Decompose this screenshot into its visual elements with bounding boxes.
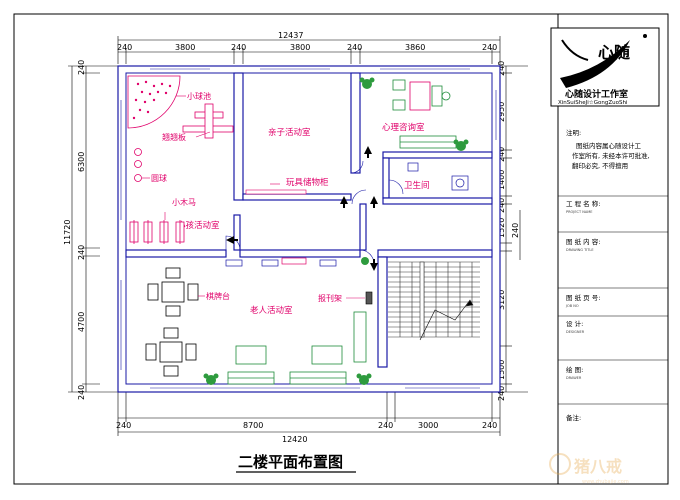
note-line: 作室所有, 未经本许可批准, [572, 151, 650, 160]
dim-top-seg: 3860 [405, 43, 425, 52]
label-ball-pool: 小球池 [187, 91, 211, 101]
right-dimensions: 240 2950 240 1400 240 1520 240 3120 1500… [497, 61, 528, 401]
top-dimensions: 12437 240 3800 240 3800 240 3860 240 [117, 31, 501, 64]
dim-left-total: 11720 [63, 220, 72, 245]
drawing-no-label: 图 纸 页 号: [566, 293, 600, 302]
watermark: 猪八戒 www.zhubajie.com [549, 453, 629, 485]
drawn-label: 绘 图: [566, 365, 583, 374]
room-toy-storage: 玩具储物柜 [286, 177, 329, 188]
label-hobby-horse: 小木马 [172, 197, 196, 207]
dim-right-seg: 1500 [497, 360, 506, 380]
wall-cabinets [225, 257, 337, 267]
watermark-text: 猪八戒 [573, 457, 622, 476]
dim-top-seg: 240 [482, 43, 497, 52]
dim-right-seg: 2950 [497, 102, 506, 122]
label-round-ball: 圆球 [151, 173, 167, 183]
toilet-fixtures [407, 162, 469, 191]
dim-right-seg: 240 [511, 223, 520, 238]
dim-bottom-seg: 240 [116, 421, 131, 430]
hobby-horses [129, 220, 185, 244]
note-line: 翻印必究, 不得擅用 [572, 161, 628, 170]
label-seesaw: 翘翘板 [162, 132, 186, 142]
watermark-url: www.zhubajie.com [582, 479, 629, 485]
corridor-arrows [226, 146, 378, 271]
design-label: 设 计: [566, 319, 583, 328]
dim-bottom-total: 12420 [282, 435, 307, 444]
dim-bottom-seg: 240 [482, 421, 497, 430]
dim-right-seg: 240 [497, 198, 506, 213]
dim-right-seg: 240 [497, 386, 506, 401]
counseling-furniture [392, 79, 457, 149]
project-name-en: PROJECT NAME [566, 210, 592, 214]
staircase [388, 261, 480, 341]
windows [120, 68, 497, 389]
seesaw [182, 103, 234, 139]
leader-line [195, 131, 211, 138]
newspaper-rack [346, 291, 373, 305]
drawing-no-en: JOB NO [565, 304, 579, 308]
dim-bottom-seg: 240 [378, 421, 393, 430]
room-toilet: 卫生间 [404, 180, 430, 191]
dim-top-total: 12437 [278, 31, 303, 40]
dim-left-seg: 240 [77, 245, 86, 260]
room-parent-child: 亲子活动室 [268, 127, 311, 138]
note-line: 图纸内容属心随设计工 [576, 141, 642, 150]
remarks-label: 备注: [566, 413, 581, 422]
dim-right-seg: 240 [497, 147, 506, 162]
drawing-title: 二楼平面布置图 [238, 453, 343, 471]
bottom-dimensions: 240 8700 240 3000 240 12420 [116, 392, 501, 444]
note-heading: 注明: [566, 128, 581, 137]
title-block: 心随 心随设计工作室 XinSuiSheJi☆GongZuoShi 注明: 图纸… [550, 27, 668, 422]
dim-right-seg: 1400 [497, 170, 506, 190]
studio-pinyin: XinSuiSheJi☆GongZuoShi [558, 100, 628, 106]
dim-left-seg: 240 [77, 385, 86, 400]
room-counseling: 心理咨询室 [382, 122, 425, 133]
left-dimensions: 240 6300 240 4700 240 11720 [63, 60, 118, 400]
toy-cabinet [245, 183, 307, 195]
logo-icon [560, 34, 647, 88]
label-newspaper-rack: 报刊架 [318, 293, 342, 303]
drawn-en: DRAWER [566, 376, 582, 380]
drawing-content-en: DRAWING TITLE [566, 248, 594, 252]
elderly-seating [227, 311, 367, 385]
label-chess-table: 棋牌台 [206, 291, 230, 301]
dim-bottom-seg: 3000 [418, 421, 438, 430]
sheet-frame [13, 13, 669, 485]
project-name-label: 工 程 名 称: [566, 199, 600, 208]
dim-bottom-seg: 8700 [243, 421, 263, 430]
dim-top-seg: 3800 [175, 43, 195, 52]
dim-top-seg: 240 [117, 43, 132, 52]
logo-text: 心随 [598, 43, 630, 62]
design-en: DESIGNER [566, 330, 585, 334]
room-elderly: 老人活动室 [250, 305, 293, 316]
dim-top-seg: 240 [347, 43, 362, 52]
chess-tables [145, 267, 199, 377]
dim-left-seg: 4700 [77, 312, 86, 332]
plant-icon [203, 77, 469, 385]
ball-pool [127, 75, 181, 129]
dim-right-seg: 240 [497, 61, 506, 76]
round-balls [134, 148, 142, 182]
drawing-content-label: 图 纸 内 容: [566, 237, 600, 246]
dim-left-seg: 240 [77, 60, 86, 75]
dim-top-seg: 3800 [290, 43, 310, 52]
dim-right-seg: 3120 [497, 290, 506, 310]
dim-left-seg: 6300 [77, 152, 86, 172]
studio-name: 心随设计工作室 [565, 88, 628, 100]
room-kids: 小孩活动室 [177, 220, 220, 231]
dim-right-seg: 1520 [497, 218, 506, 238]
dim-top-seg: 240 [231, 43, 246, 52]
